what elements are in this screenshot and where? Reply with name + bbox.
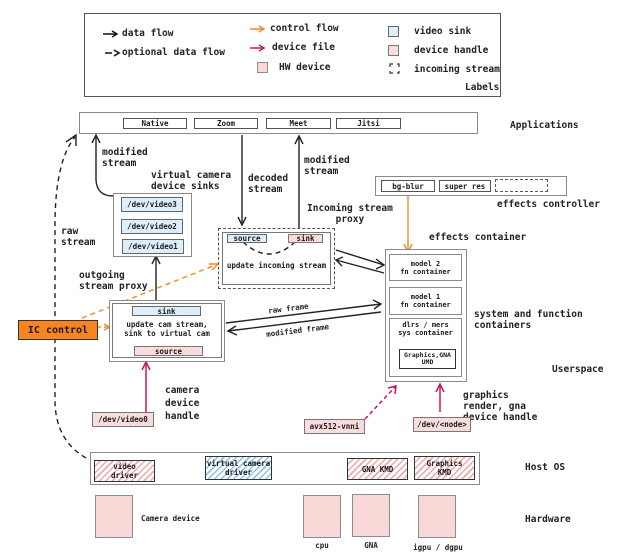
device-handle-swatch [388,45,399,56]
modified-stream-left-arrow [95,137,114,197]
outgoing-source[interactable]: source [134,346,203,356]
umd-box[interactable]: Graphics,GNA UMD [399,349,456,369]
outgoing-proxy-body: update cam stream, sink to virtual cam [124,320,210,338]
effects-controller-title: effects controller [497,199,600,210]
sink-video1[interactable]: /dev/video1 [122,239,184,254]
layer-applications: Applications [510,120,579,131]
dev-node[interactable]: /dev/<node> [413,417,471,432]
effect-bg-blur[interactable]: bg-blur [381,180,435,192]
hw-cpu[interactable] [303,495,341,538]
system-function-caption: system and function containers [474,309,583,331]
solid-arrow-icon [103,30,119,38]
label-modified-stream-right: modified stream [304,155,350,177]
hw-gna[interactable] [352,494,390,537]
label-decoded-stream: decoded stream [248,173,289,195]
incoming-proxy-body: update incoming stream [226,261,327,270]
dev-video0[interactable]: /dev/video0 [92,412,154,427]
hw-gna-label: GNA [364,541,378,550]
video-driver[interactable]: video driver [94,460,155,482]
layer-host-os: Host OS [525,462,566,473]
effect-super-res[interactable]: super res [439,180,491,192]
gna-kmd[interactable]: GNA KMD [347,458,408,480]
effects-container-title: effects container [429,232,527,243]
incoming-sink[interactable]: sink [288,234,323,243]
avx512-vnni[interactable]: avx512-vnni [304,419,365,434]
virtual-sinks-title: virtual camera device sinks [151,170,232,192]
sys-container-label: dlrs / mers sys container [398,321,453,337]
legend-label: optional data flow [122,47,225,58]
effect-placeholder[interactable] [495,179,548,192]
legend-title: Labels [465,82,500,93]
hw-gpu[interactable] [418,495,456,538]
label-raw-stream: raw stream [61,226,96,248]
incoming-proxy-box [218,228,335,289]
legend-box [84,13,501,97]
legend-label: video sink [414,26,472,37]
graphics-kmd[interactable]: Graphics KMD [414,456,475,480]
incoming-loop [242,241,296,255]
app-jitsi[interactable]: Jitsi [336,118,401,129]
hw-gpu-label: igpu / dgpu [413,543,463,552]
outgoing-sink[interactable]: sink [132,306,201,316]
legend-label: HW device [279,62,331,73]
model1-fn-container[interactable]: model 1 fn container [389,287,462,315]
effects-to-incoming-arrow [335,259,385,274]
legend-label: device handle [414,45,489,56]
layer-userspace: Userspace [552,364,604,375]
hw-camera-label: Camera device [141,514,200,523]
legend-label: data flow [122,28,174,39]
sink-video3[interactable]: /dev/video3 [121,197,183,212]
incoming-proxy-inner [222,232,331,285]
virtual-camera-driver[interactable]: virtual camera driver [205,456,272,480]
modified-frame-arrow [227,311,382,332]
hw-camera[interactable] [95,495,133,538]
orange-arrow-icon [250,25,266,33]
sink-video2[interactable]: /dev/video2 [121,219,183,234]
video-sink-swatch [388,26,399,37]
layer-hardware: Hardware [525,514,571,525]
legend-label: control flow [270,23,339,34]
incoming-proxy-title: Incoming stream proxy [307,203,393,225]
legend-label: device file [272,42,335,53]
app-meet[interactable]: Meet [266,118,331,129]
legend-label: incoming stream [414,64,500,75]
label-modified-stream-left: modified stream [102,147,148,169]
app-native[interactable]: Native [123,118,187,129]
hw-device-swatch [257,62,268,73]
crimson-arrow-icon [250,44,266,52]
ic-control-button[interactable]: IC control [18,320,98,340]
model2-fn-container[interactable]: model 2 fn container [389,254,462,281]
dashed-bracket-icon [389,63,400,74]
raw-frame-arrow [225,303,382,324]
label-graphics-device-handle: graphics render, gna device handle [463,390,538,423]
app-zoom[interactable]: Zoom [194,118,258,129]
label-camera-device-handle: camera device handle [165,385,200,422]
incoming-to-effects-arrow [335,249,385,266]
outgoing-proxy-title: outgoing stream proxy [79,270,148,292]
dashed-arrow-icon [105,49,121,57]
raw-stream-arrow [54,136,87,459]
avx-arrow [364,385,397,420]
incoming-source[interactable]: source [227,234,267,243]
ic-to-incoming-arrow [81,263,219,319]
hw-cpu-label: cpu [315,541,329,550]
